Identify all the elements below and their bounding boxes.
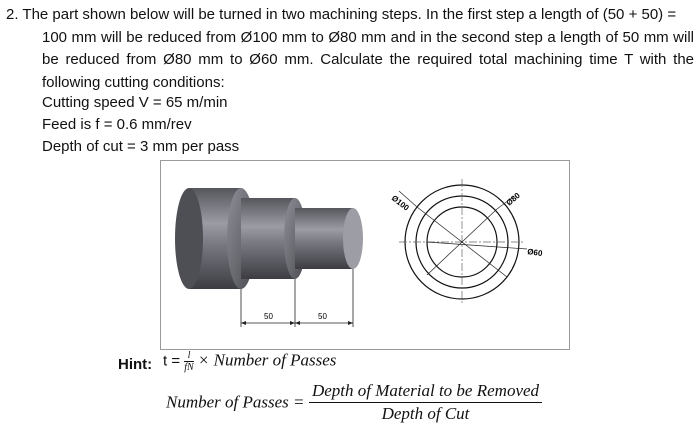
- time-fraction: l fN: [184, 350, 194, 373]
- part-figure: 50 50 Ø100 Ø80 Ø60: [160, 160, 570, 350]
- dia-label-outer: Ø100: [390, 193, 411, 212]
- dia-label-middle: Ø80: [505, 191, 523, 208]
- passes-formula: Number of Passes = Depth of Material to …: [166, 380, 543, 425]
- time-suffix: × Number of Passes: [197, 350, 337, 370]
- time-fraction-numerator: l: [184, 350, 194, 362]
- hint-label: Hint:: [118, 356, 153, 373]
- time-formula: t = l fN × Number of Passes: [163, 350, 336, 373]
- passes-numerator: Depth of Material to be Removed: [308, 380, 543, 403]
- question-line-2: 100 mm will be reduced from Ø100 mm to Ø…: [42, 28, 694, 46]
- passes-fraction: Depth of Material to be Removed Depth of…: [308, 380, 543, 425]
- feed-rate: Feed is f = 0.6 mm/rev: [42, 116, 192, 133]
- stepped-shaft: [175, 188, 363, 289]
- end-view: Ø100 Ø80 Ø60: [390, 179, 544, 305]
- question-line-1: 2. The part shown below will be turned i…: [6, 6, 677, 23]
- depth-of-cut: Depth of cut = 3 mm per pass: [42, 138, 240, 155]
- dim-label-left: 50: [264, 312, 273, 321]
- time-fraction-denominator: fN: [184, 362, 194, 373]
- part-drawing: 50 50 Ø100 Ø80 Ø60: [175, 179, 544, 327]
- passes-lhs: Number of Passes =: [166, 392, 305, 412]
- passes-denominator: Depth of Cut: [381, 404, 470, 423]
- cutting-speed: Cutting speed V = 65 m/min: [42, 94, 228, 111]
- dia-label-inner: Ø60: [527, 247, 544, 258]
- question-line-4: following cutting conditions:: [42, 73, 225, 91]
- time-prefix: t =: [163, 352, 181, 370]
- dim-label-right: 50: [318, 312, 327, 321]
- question-line-3: be reduced from Ø80 mm to Ø60 mm. Calcul…: [42, 51, 694, 68]
- question-text: 2. The part shown below will be turned i…: [6, 4, 694, 94]
